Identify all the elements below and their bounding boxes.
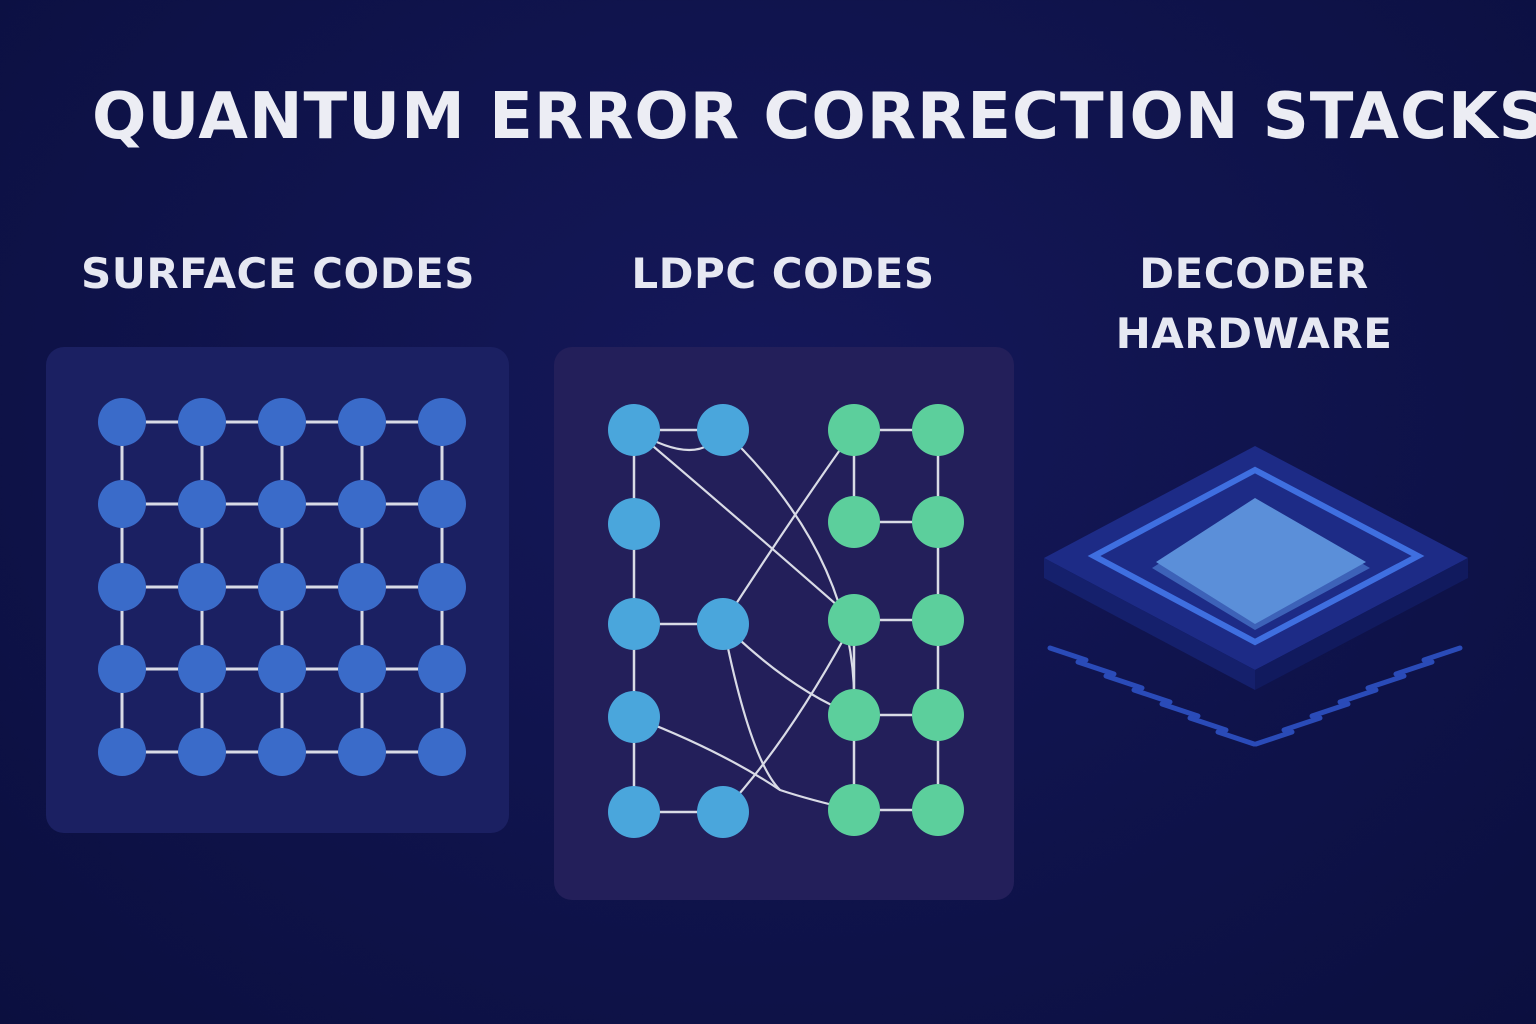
- qubit-node: [258, 480, 306, 528]
- decoder-label-line2: HARDWARE: [1115, 309, 1393, 358]
- chip-side-right: [1255, 558, 1468, 690]
- chip-pin: [1337, 687, 1379, 705]
- data-qubit-node: [697, 404, 749, 456]
- chip-pin: [1103, 673, 1145, 691]
- chip-pin: [1159, 701, 1201, 719]
- qubit-node: [338, 728, 386, 776]
- page-title: QUANTUM ERROR CORRECTION STACKS: [92, 80, 1536, 154]
- qubit-node: [98, 480, 146, 528]
- qubit-node: [338, 398, 386, 446]
- qubit-node: [258, 728, 306, 776]
- chip-pin: [1393, 659, 1435, 677]
- qubit-node: [258, 645, 306, 693]
- chip-pins: [1047, 645, 1463, 747]
- chip-pin: [1215, 729, 1257, 747]
- qubit-node: [418, 728, 466, 776]
- data-qubit-node: [697, 786, 749, 838]
- chip-pin: [1365, 673, 1407, 691]
- data-qubit-node: [608, 786, 660, 838]
- graph-edge: [721, 623, 781, 791]
- chip-core: [1156, 498, 1366, 624]
- chip-pin: [1047, 645, 1089, 663]
- qubit-node: [178, 728, 226, 776]
- qubit-node: [178, 645, 226, 693]
- qubit-node: [338, 480, 386, 528]
- chip-pin: [1131, 687, 1173, 705]
- qubit-node: [418, 398, 466, 446]
- data-qubit-node: [697, 598, 749, 650]
- qubit-node: [418, 563, 466, 611]
- check-qubit-node: [828, 594, 880, 646]
- qubit-node: [418, 645, 466, 693]
- qubit-node: [338, 563, 386, 611]
- qubit-node: [98, 563, 146, 611]
- data-qubit-node: [608, 691, 660, 743]
- data-qubit-node: [608, 498, 660, 550]
- qubit-node: [98, 728, 146, 776]
- graph-edge: [722, 429, 856, 716]
- check-qubit-node: [828, 496, 880, 548]
- graph-edge: [722, 429, 855, 625]
- check-qubit-node: [912, 404, 964, 456]
- qubit-node: [258, 398, 306, 446]
- chip-pin: [1075, 659, 1117, 677]
- qubit-node: [338, 645, 386, 693]
- data-qubit-node: [608, 404, 660, 456]
- decoder-label-line1: DECODER: [1139, 249, 1369, 298]
- surface-codes-label: SURFACE CODES: [80, 249, 476, 298]
- chip-ring: [1087, 466, 1425, 646]
- graph-edge: [633, 715, 855, 812]
- surface-code-lattice: [98, 398, 466, 776]
- data-qubit-node: [608, 598, 660, 650]
- qubit-node: [178, 480, 226, 528]
- check-qubit-node: [828, 404, 880, 456]
- chip-pin: [1309, 701, 1351, 719]
- check-qubit-node: [828, 689, 880, 741]
- qubit-node: [98, 398, 146, 446]
- qubit-node: [258, 563, 306, 611]
- chip-pin: [1187, 715, 1229, 733]
- chip-pin: [1253, 729, 1295, 747]
- chip-side-left: [1044, 558, 1255, 690]
- qubit-node: [178, 563, 226, 611]
- check-qubit-node: [912, 689, 964, 741]
- qubit-node: [178, 398, 226, 446]
- chip-pin: [1281, 715, 1323, 733]
- check-qubit-node: [912, 594, 964, 646]
- ldpc-tanner-graph: [608, 404, 964, 838]
- decoder-chip-icon: [1044, 446, 1470, 747]
- ldpc-codes-label: LDPC CODES: [631, 249, 935, 298]
- check-qubit-node: [912, 496, 964, 548]
- graph-edge: [633, 429, 855, 621]
- check-qubit-node: [912, 784, 964, 836]
- qubit-node: [418, 480, 466, 528]
- chip-pin: [1421, 645, 1463, 663]
- check-qubit-node: [828, 784, 880, 836]
- decoder-hardware-label: DECODER HARDWARE: [1054, 244, 1454, 364]
- qubit-node: [98, 645, 146, 693]
